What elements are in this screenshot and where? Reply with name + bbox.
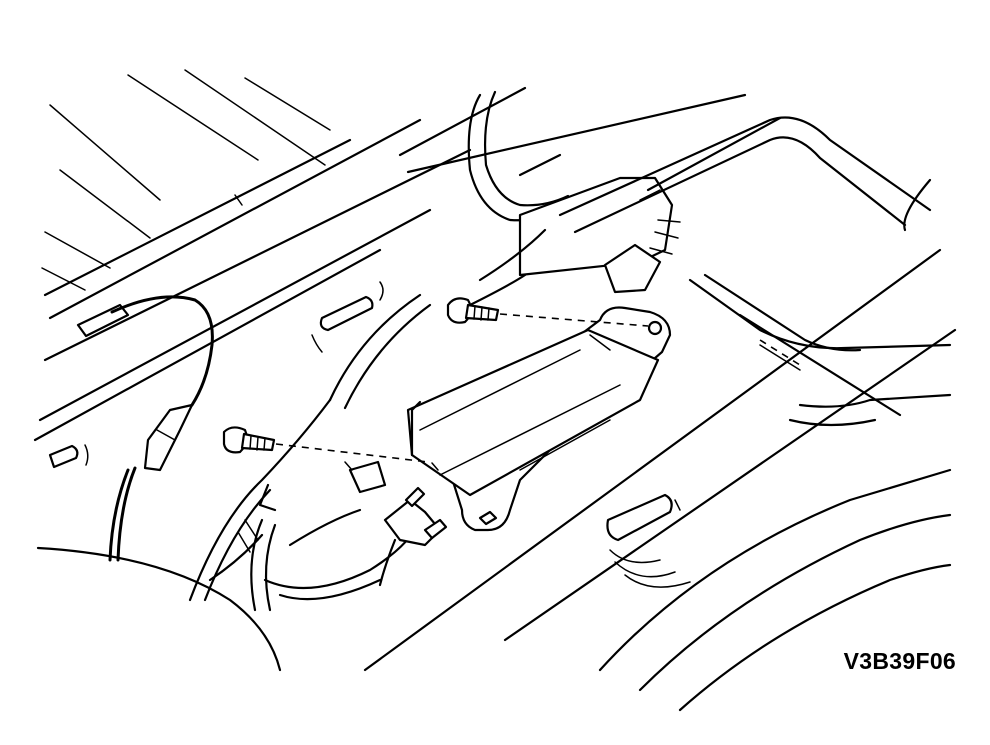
- upper-harness: [467, 90, 681, 307]
- harness-loop: [188, 293, 432, 612]
- floor-contour: [36, 533, 282, 672]
- connector-plug: [378, 486, 448, 587]
- mounting-clip: [344, 460, 387, 494]
- lower-right-panel: [598, 468, 952, 712]
- screw-upper: [446, 297, 649, 327]
- ground-wire: [108, 295, 214, 562]
- body-rails: [33, 86, 562, 442]
- rail-slots: [48, 281, 384, 469]
- hatched-panel: [41, 69, 331, 291]
- control-module: [406, 328, 660, 497]
- figure-id-label: V3B39F06: [843, 648, 956, 674]
- right-body-structure: [363, 93, 957, 672]
- screw-lower: [222, 426, 429, 463]
